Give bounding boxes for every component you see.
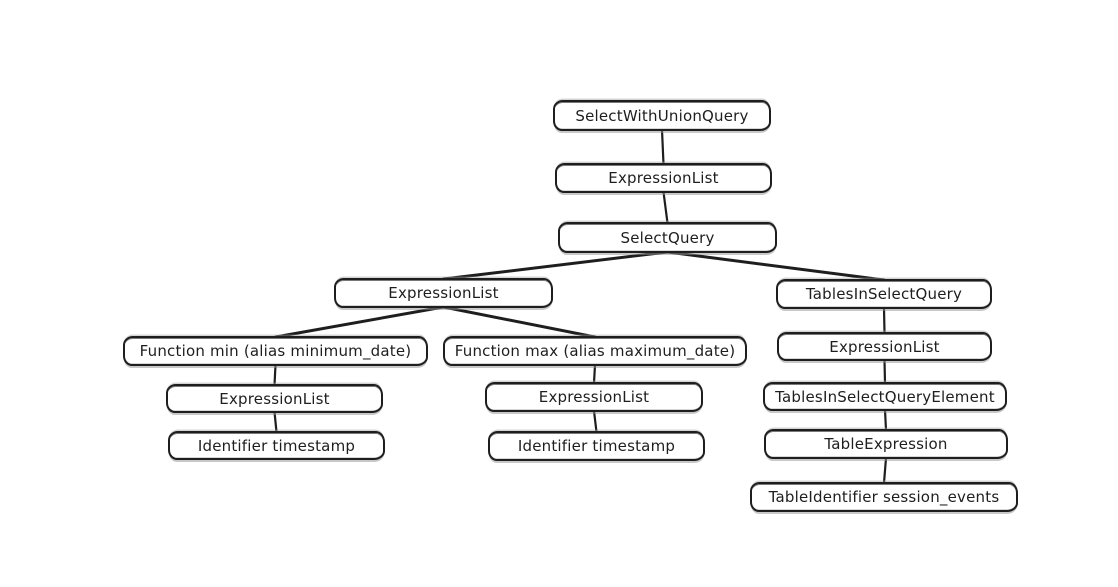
tree-node-label: Function max (alias maximum_date) [454,342,736,360]
tree-node-expressionList_tables: ExpressionList [777,332,992,361]
tree-edge-expressionList_top-to-selectQuery [662,190,669,225]
tree-node-label: ExpressionList [219,389,330,408]
tree-node-tableIdentifier: TableIdentifier session_events [750,482,1018,512]
tree-edge-functionMin-to-expressionList_min [273,363,277,387]
tree-edge-expressionList_tables-to-tablesInSelectQueryElement [883,358,887,385]
tree-node-functionMin: Function min (alias minimum_date) [123,336,428,366]
tree-edge-expressionList_max-to-identifierTimestamp_max [592,409,598,434]
tree-node-selectWithUnionQuery: SelectWithUnionQuery [553,100,771,131]
tree-edge-expressionList_min-to-identifierTimestamp_min [273,410,278,434]
tree-node-label: ExpressionList [538,388,650,406]
tree-node-selectQuery: SelectQuery [558,222,777,253]
tree-node-tablesInSelectQuery: TablesInSelectQuery [776,279,992,309]
tree-node-expressionList_top: ExpressionList [555,163,772,193]
tree-edge-selectQuery-to-tablesInSelectQuery [666,250,886,282]
tree-node-tablesInSelectQueryElement: TablesInSelectQueryElement [763,382,1007,411]
tree-node-label: TableExpression [824,435,948,453]
tree-node-label: ExpressionList [608,169,719,187]
tree-node-label: ExpressionList [388,284,499,302]
tree-edge-tablesInSelectQuery-to-expressionList_tables [882,306,886,335]
tree-edge-selectQuery-to-expressionList_select [442,250,669,281]
tree-node-label: TableIdentifier session_events [768,488,1000,506]
tree-node-label: SelectQuery [620,228,715,247]
tree-node-label: ExpressionList [829,337,940,356]
tree-edge-functionMax-to-expressionList_max [592,363,597,385]
tree-node-label: Identifier timestamp [517,437,676,455]
tree-node-label: Identifier timestamp [197,436,356,455]
tree-edge-selectWithUnionQuery-to-expressionList_top [660,128,665,166]
tree-edge-tableExpression-to-tableIdentifier [882,456,888,485]
tree-node-label: SelectWithUnionQuery [575,106,749,125]
tree-node-expressionList_select: ExpressionList [334,278,553,308]
tree-node-identifierTimestamp_max: Identifier timestamp [488,431,705,461]
tree-node-functionMax: Function max (alias maximum_date) [443,336,747,366]
tree-node-identifierTimestamp_min: Identifier timestamp [168,431,385,460]
tree-node-label: TablesInSelectQueryElement [775,387,995,406]
tree-edge-expressionList_select-to-functionMax [442,305,597,339]
tree-node-expressionList_min: ExpressionList [166,384,383,413]
tree-node-expressionList_max: ExpressionList [485,382,703,412]
tree-edge-expressionList_select-to-functionMin [274,305,445,339]
tree-node-label: Function min (alias minimum_date) [139,342,412,360]
tree-node-tableExpression: TableExpression [764,429,1008,459]
tree-edge-tablesInSelectQueryElement-to-tableExpression [883,408,888,432]
tree-node-label: TablesInSelectQuery [805,285,963,303]
